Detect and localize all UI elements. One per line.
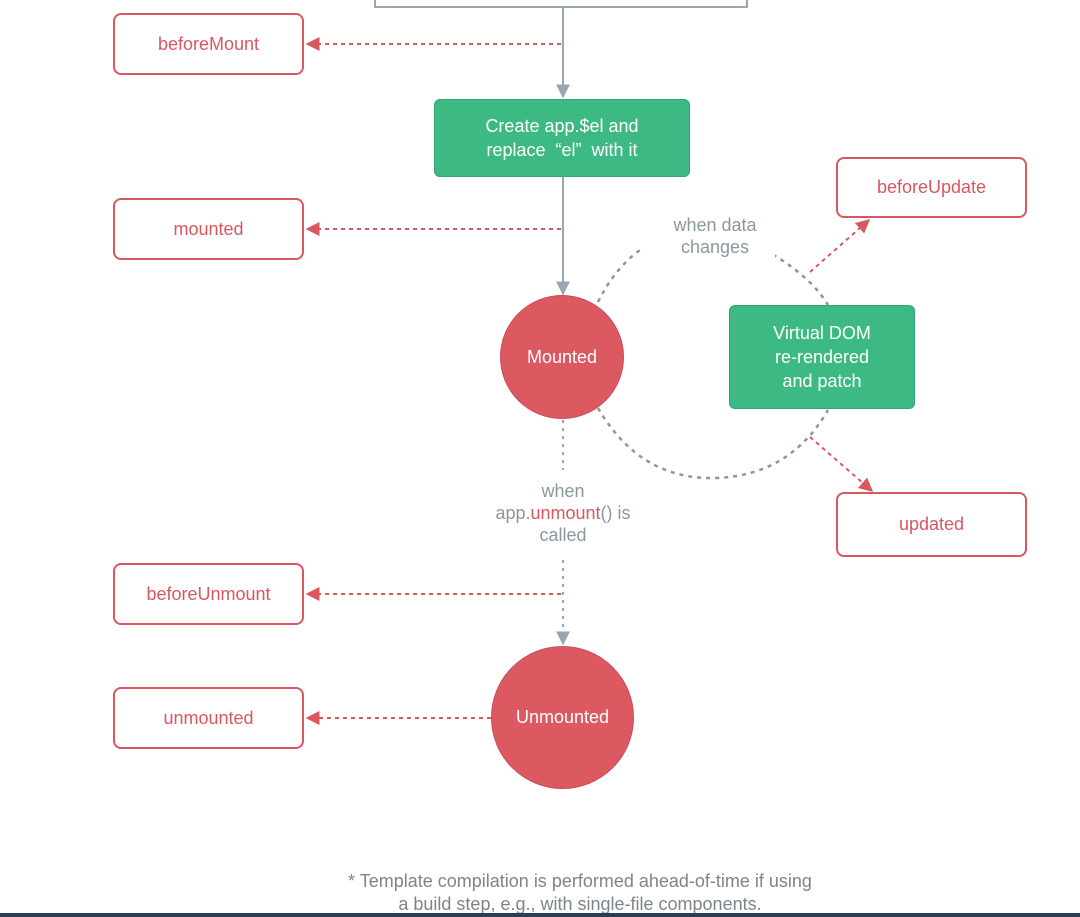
unmount-line3: called xyxy=(539,525,587,545)
mounted-state-label: Mounted xyxy=(526,346,598,367)
unmounted-state-label: Unmounted xyxy=(515,707,610,727)
vdom-rerender-step: Virtual DOM re-rendered and patch xyxy=(729,305,915,409)
before-unmount-hook: beforeUnmount xyxy=(113,563,304,625)
unmount-prefix: app. xyxy=(495,503,531,523)
footnote-line2: a build step, e.g., with single-file com… xyxy=(398,894,762,914)
before-mount-label: beforeMount xyxy=(157,33,260,54)
unmounted-label: unmounted xyxy=(163,707,254,728)
mounted-state: Mounted xyxy=(500,295,624,419)
unmount-method: unmount xyxy=(530,503,601,523)
update-loop-bottom xyxy=(596,407,830,480)
updated-label: updated xyxy=(898,514,965,534)
before-mount-hook: beforeMount xyxy=(113,13,304,75)
update-loop-top-right xyxy=(764,248,830,306)
unmount-line2: app.unmount() is xyxy=(478,502,648,524)
create-el-step: Create app.$el and replace “el” with it xyxy=(434,99,690,177)
unmount-condition-label: when app.unmount() is called xyxy=(478,480,648,546)
vdom-line2: re-rendered xyxy=(774,347,870,367)
before-unmount-label: beforeUnmount xyxy=(146,583,271,604)
bottom-bar xyxy=(0,913,1080,917)
update-loop-top-left xyxy=(596,248,641,303)
unmounted-hook: unmounted xyxy=(113,687,304,749)
updated-connector xyxy=(809,436,874,492)
before-update-label: beforeUpdate xyxy=(876,177,987,197)
data-changes-line2: changes xyxy=(680,237,750,257)
vdom-line1: Virtual DOM xyxy=(773,323,871,343)
before-update-hook: beforeUpdate xyxy=(836,157,1027,218)
updated-hook: updated xyxy=(836,492,1027,557)
data-changes-line1: when data xyxy=(673,215,757,235)
vdom-line3: and patch xyxy=(782,371,862,391)
data-changes-label: when data changes xyxy=(655,214,775,258)
create-el-line1: Create app.$el and xyxy=(485,116,639,136)
footnote-line1: * Template compilation is performed ahea… xyxy=(348,871,812,891)
unmount-suffix: () is xyxy=(600,503,631,523)
mounted-hook: mounted xyxy=(113,198,304,260)
before-update-connector xyxy=(809,219,871,273)
previous-step-box xyxy=(374,0,748,8)
create-el-line2: replace “el” with it xyxy=(486,140,638,160)
unmount-line1: when xyxy=(541,481,585,501)
unmounted-state: Unmounted xyxy=(491,646,634,789)
mounted-label: mounted xyxy=(173,218,244,239)
footnote: * Template compilation is performed ahea… xyxy=(240,870,920,916)
